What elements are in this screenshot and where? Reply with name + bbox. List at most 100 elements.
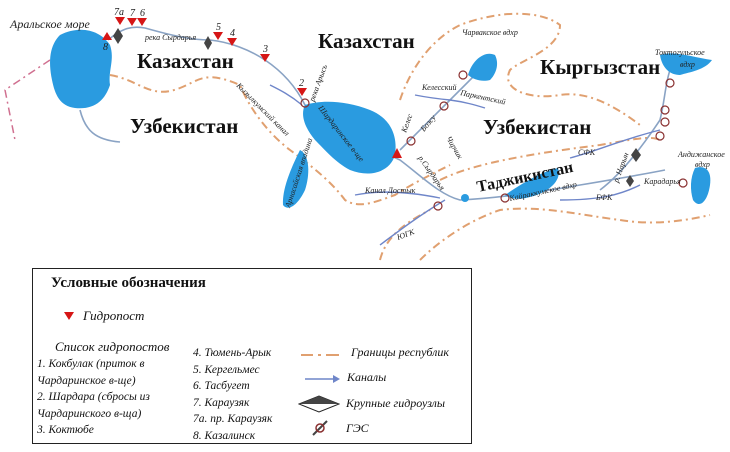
border-tj-south [419, 207, 711, 261]
andijan-label: вдхр [695, 160, 710, 169]
hpp-icon [312, 420, 328, 436]
post-number: 7а [114, 7, 124, 18]
post-number: 6 [140, 8, 145, 19]
toktogul-label: вдхр [680, 60, 695, 69]
hpp-icon [500, 193, 510, 203]
legend-hydro-nodes-label: Крупные гидроузлы [346, 396, 445, 410]
bfk-canal [559, 184, 641, 201]
legend-gauge-label: Гидропост [83, 308, 145, 323]
karadarya-label: Карадарья [643, 177, 681, 186]
kairakkum-reservoir [505, 168, 559, 199]
andijan-label: Андижанское [677, 150, 725, 159]
bfk-label: БФК [595, 193, 613, 202]
arys-label: река Арысь [307, 63, 329, 104]
post-number: 2 [299, 78, 304, 89]
hpp-icon [433, 201, 443, 211]
country-label-uzbekistan: Узбекистан [130, 114, 238, 138]
gauge-list-item: Чардаринского в-ща) [37, 407, 142, 420]
hpp-icon [678, 178, 688, 188]
dostyk-canal [354, 191, 441, 199]
gauge-list-item: 2. Шардара (сбросы из [37, 391, 150, 403]
ugk-label: ЮГК [395, 227, 417, 242]
hydro-node-icon [298, 395, 340, 413]
gauge-list-item: 5. Кергельмес [193, 363, 260, 376]
andijan-reservoir [690, 167, 711, 205]
canal-arrow-icon [305, 375, 340, 383]
sfk-canal [569, 129, 661, 159]
hpp-icon [439, 101, 449, 111]
hpp-icon [660, 105, 670, 115]
post-number: 8 [103, 42, 108, 53]
gauge-list-item: 8. Казалинск [193, 429, 256, 442]
legend-hpp-label: ГЭС [346, 421, 369, 435]
kyzylkum-canal-label: Кызылкумский канал [234, 80, 292, 138]
hpp-icon [655, 131, 665, 141]
hydro-node-icon [113, 28, 123, 44]
aral-sea [50, 29, 112, 109]
post-number: 4 [230, 28, 235, 39]
gauge-post-6 [137, 18, 147, 26]
gauge-list-item: 1. Кокбулак (приток в [37, 358, 145, 370]
dostyk-label: Канал Достык [364, 186, 416, 195]
keles-canal [414, 94, 451, 101]
country-label-uzbekistan: Узбекистан [483, 115, 591, 139]
ugk-canal [379, 199, 446, 246]
legend-canals-label: Каналы [347, 370, 387, 384]
legend-list-title: Список гидропостов [55, 339, 170, 354]
gauge-list-item: Чардаринское в-ще) [37, 374, 136, 387]
parkent-canal [449, 99, 486, 109]
keles-label: Келес [399, 112, 415, 134]
hydro-node-icon [631, 148, 641, 162]
r-syrdarya-label: р.Сырдарья [416, 153, 447, 192]
gauge-list-item: 7а. пр. Караузяк [193, 413, 273, 425]
border-kz-kg [399, 12, 641, 126]
legend-borders-label: Границы республик [351, 345, 449, 359]
shardara-reservoir [303, 101, 396, 174]
gauge-post-7a [115, 17, 125, 25]
gauge-post-3 [260, 54, 270, 62]
toktogul-reservoir [660, 53, 712, 75]
country-label-kyrgyzstan: Кыргызстан [540, 55, 660, 79]
border-kz-uz [109, 74, 451, 206]
charvak-reservoir [468, 53, 498, 81]
chirchik-label: Чирчик [444, 135, 464, 161]
country-label-kazakhstan: Казахстан [318, 29, 415, 53]
post-number: 7 [130, 8, 136, 19]
map-legend: Условные обозначения Гидропост Список ги… [32, 268, 472, 444]
hpp-icon [300, 98, 310, 108]
aral-inflow-river [79, 109, 121, 143]
hpp-icon [660, 117, 670, 127]
post-number: 5 [216, 22, 221, 33]
kyzylkum-canal [269, 84, 303, 106]
syrdarya-label: река Сырдарья [144, 33, 196, 42]
gauge-list-item: 4. Тюмень-Арык [193, 347, 272, 359]
hydro-node-icon [204, 36, 212, 50]
gauge-list-col2: 4. Тюмень-Арык 5. Кергельмес 6. Тасбугет… [193, 345, 272, 444]
gauge-post-icon [64, 312, 74, 320]
sfk-label: СФК [578, 148, 596, 157]
legend-title: Условные обозначения [51, 275, 206, 291]
gauge-post-5 [213, 32, 223, 40]
gauge-post-8 [102, 32, 112, 40]
parkent-label: Паркентский [459, 88, 507, 107]
border-aral-west [4, 59, 51, 141]
toktogul-label: Токтогульское [655, 48, 705, 57]
gauge-post-1 [392, 148, 402, 158]
gauge-list-item: 6. Тасбугет [193, 380, 250, 392]
confluence-point [461, 194, 469, 202]
border-line-icon [301, 354, 339, 356]
gauge-post-2 [297, 88, 307, 96]
gauge-list-item: 3. Коктюбе [37, 424, 94, 436]
hpp-icon [665, 78, 675, 88]
hpp-icon [406, 136, 416, 146]
country-label-kazakhstan: Казахстан [137, 49, 234, 73]
gauge-post-7 [127, 18, 137, 26]
keles-canal-label: Келесский [421, 83, 456, 92]
arnasay-depression [282, 150, 309, 208]
post-number: 3 [262, 44, 268, 55]
hydro-node-icon [626, 175, 634, 187]
charvak-label: Чарвакское вдхр [462, 28, 518, 37]
hpp-icon [458, 70, 468, 80]
